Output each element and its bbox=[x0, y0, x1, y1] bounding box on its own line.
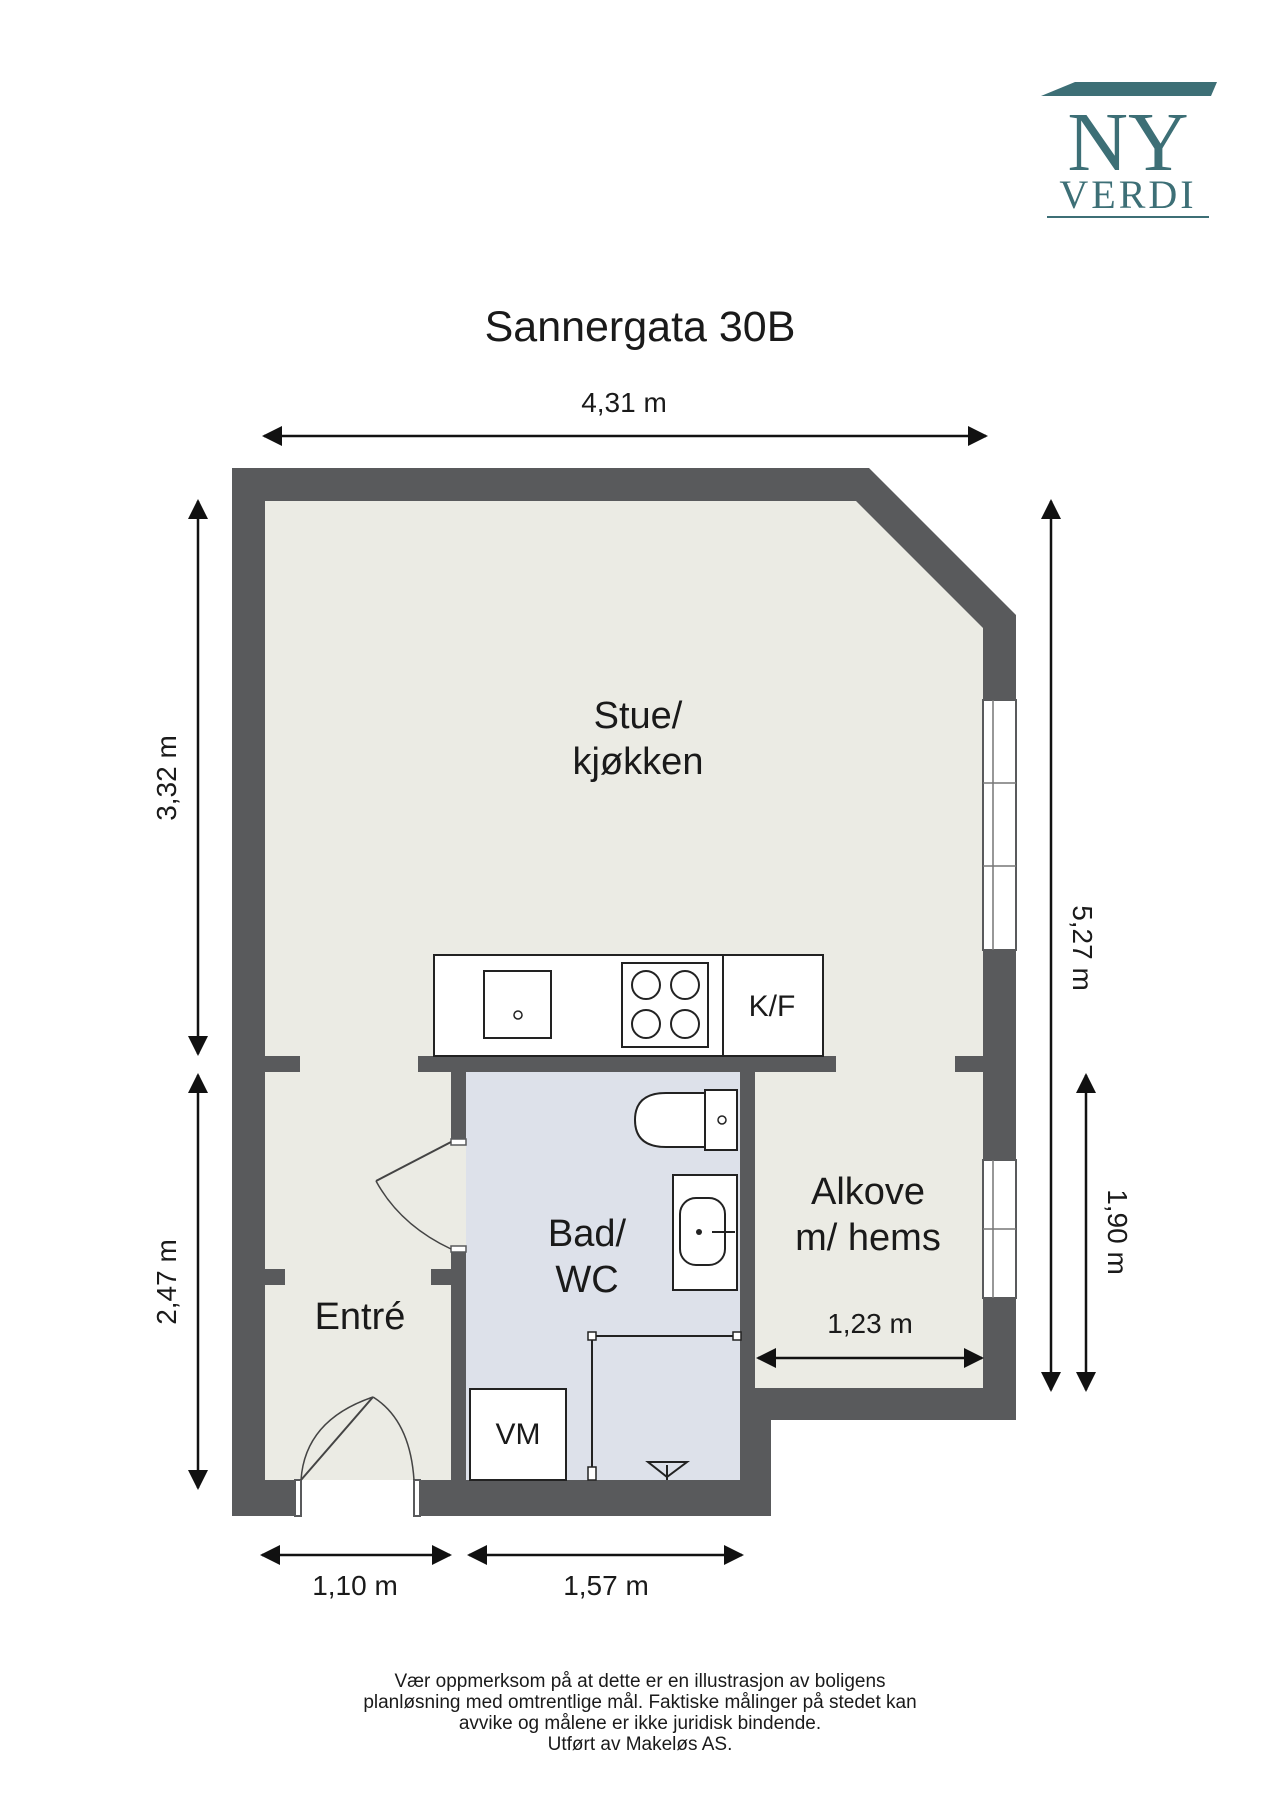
dim-label-right-total: 5,27 m bbox=[1067, 905, 1098, 991]
dimension-lines bbox=[188, 426, 1096, 1565]
entrance-door bbox=[300, 1396, 415, 1481]
dim-label-bottom-bad: 1,57 m bbox=[563, 1570, 649, 1601]
dim-label-right-alkove: 1,90 m bbox=[1102, 1189, 1133, 1275]
disclaimer-line-1: Vær oppmerksom på at dette er en illustr… bbox=[394, 1671, 885, 1692]
entrance-jamb-right bbox=[413, 1479, 421, 1517]
wall-bath-left-lower bbox=[451, 1250, 466, 1516]
disclaimer-line-4: Utført av Makeløs AS. bbox=[548, 1734, 733, 1755]
wall-bath-bottom bbox=[466, 1480, 755, 1516]
room-label-alkove-line1: Alkove bbox=[811, 1171, 925, 1213]
room-label-stue-line2: kjøkken bbox=[573, 741, 704, 783]
room-label-alkove-line2: m/ hems bbox=[795, 1217, 941, 1259]
dim-label-left-upper: 3,32 m bbox=[151, 735, 182, 821]
wall-stub-entre-left bbox=[265, 1269, 285, 1285]
dim-label-top: 4,31 m bbox=[581, 387, 667, 418]
wall-bath-left bbox=[451, 1072, 466, 1142]
wall-stub-left-upper bbox=[265, 1056, 300, 1072]
room-label-bad-line1: Bad/ bbox=[548, 1213, 627, 1255]
interior-walls bbox=[265, 1056, 983, 1516]
bathroom-door bbox=[375, 1138, 467, 1253]
toilet-icon bbox=[633, 1089, 738, 1151]
disclaimer-line-2: planløsning med omtrentlige mål. Faktisk… bbox=[363, 1692, 916, 1713]
bathroom-sink-icon bbox=[672, 1174, 738, 1291]
dim-label-bottom-entre: 1,10 m bbox=[312, 1570, 398, 1601]
logo-text-verdi: VERDI bbox=[1059, 172, 1196, 217]
kitchen-counter: K/F bbox=[433, 954, 824, 1057]
company-logo: NY VERDI bbox=[1041, 82, 1217, 218]
floor-drain-icon bbox=[645, 1461, 690, 1480]
fridge-label: K/F bbox=[749, 990, 796, 1023]
logo-roof-icon bbox=[1041, 82, 1217, 96]
plan-title: Sannergata 30B bbox=[485, 303, 796, 351]
room-label-entre: Entré bbox=[315, 1296, 406, 1338]
room-label-bad-line2: WC bbox=[555, 1259, 618, 1301]
washer-label: VM bbox=[496, 1418, 541, 1451]
entrance-jamb-left bbox=[294, 1479, 302, 1517]
dim-label-left-lower: 2,47 m bbox=[151, 1239, 182, 1325]
wall-entre-bottom-right bbox=[418, 1480, 466, 1516]
entrance-opening bbox=[297, 1480, 418, 1516]
wall-stub-entre-right bbox=[431, 1269, 451, 1285]
shower-area bbox=[587, 1331, 742, 1481]
logo-text-ny: NY bbox=[1067, 96, 1188, 189]
room-label-stue-line1: Stue/ bbox=[594, 695, 683, 737]
stovetop-icon bbox=[621, 962, 709, 1048]
wall-counter-base bbox=[418, 1056, 836, 1072]
dim-label-alkove-width: 1,23 m bbox=[827, 1308, 913, 1339]
wall-stub-right-upper bbox=[955, 1056, 983, 1072]
kitchen-sink-icon bbox=[483, 970, 552, 1039]
window-living bbox=[982, 699, 1017, 951]
window-alkove bbox=[982, 1159, 1017, 1299]
wall-bath-right bbox=[740, 1072, 755, 1480]
disclaimer: Vær oppmerksom på at dette er en illustr… bbox=[363, 1671, 916, 1755]
washing-machine: VM bbox=[469, 1388, 567, 1481]
disclaimer-line-3: avvike og målene er ikke juridisk binden… bbox=[459, 1713, 821, 1734]
